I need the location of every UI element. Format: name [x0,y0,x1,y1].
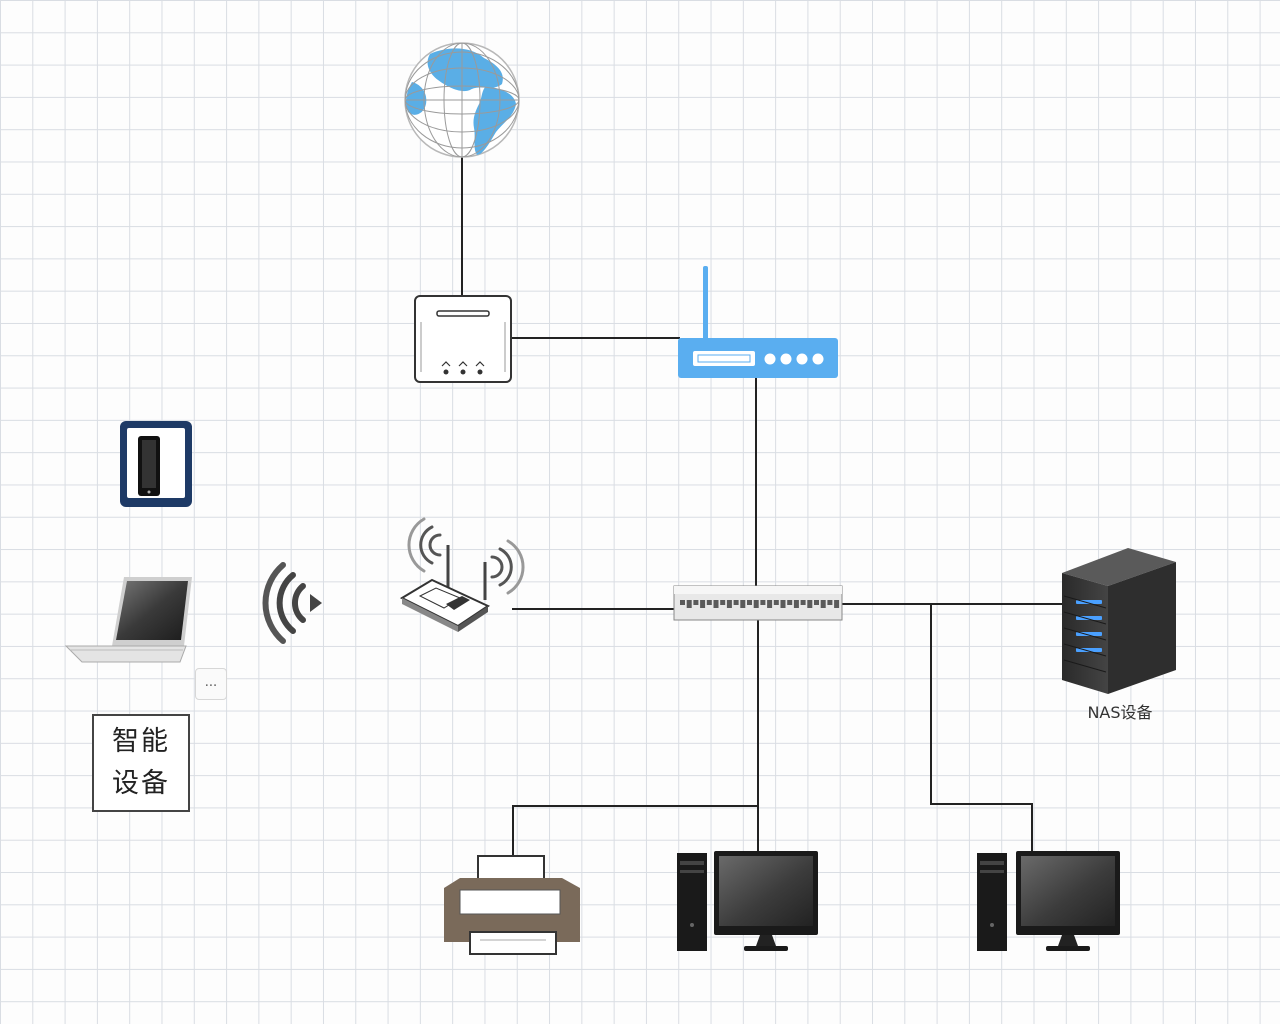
switch-port [726,600,732,608]
globe-icon [404,42,520,158]
tablet-icon [120,421,192,507]
server-tower-icon [1062,548,1176,694]
switch-port [733,600,739,605]
switch-port [834,600,840,608]
printer-icon [444,855,580,955]
wifi-signal-icon [262,562,322,644]
switch-port [760,600,766,605]
wireless-router-icon [399,517,525,632]
switch-port [713,600,719,608]
modem-icon [414,295,512,383]
desktop-computer-icon [677,851,818,951]
switch-port [767,600,773,608]
more-devices-button[interactable]: ... [195,668,227,700]
switch-port [820,600,826,608]
switch-port [793,600,799,608]
router-icon [678,266,838,378]
switch-port [706,600,712,605]
switch-port [680,600,685,605]
switch-port [686,600,692,608]
smart-devices-box: 智能 设备 [92,714,190,812]
switch-port [693,600,699,605]
link-switch-printer [512,805,758,858]
laptop-icon [64,577,192,663]
switch-port [807,600,813,608]
switch-port [827,600,833,605]
switch-port [720,600,726,605]
switch-port [780,600,786,608]
switch-port [747,600,752,605]
smart-devices-label: 智能 设备 [112,726,170,799]
desktop-computer-icon [977,851,1120,951]
switch-port [814,600,819,605]
switch-port [773,600,779,605]
switch-port [753,600,759,608]
nas-label: NAS设备 [1087,703,1153,722]
switch-port [700,600,706,608]
connection-lines [461,156,1062,858]
switch-port [740,600,746,608]
switch-port [787,600,793,605]
switch-port [800,600,806,605]
network-switch-icon [673,585,843,621]
link-switch-desktop-2 [930,604,1033,853]
